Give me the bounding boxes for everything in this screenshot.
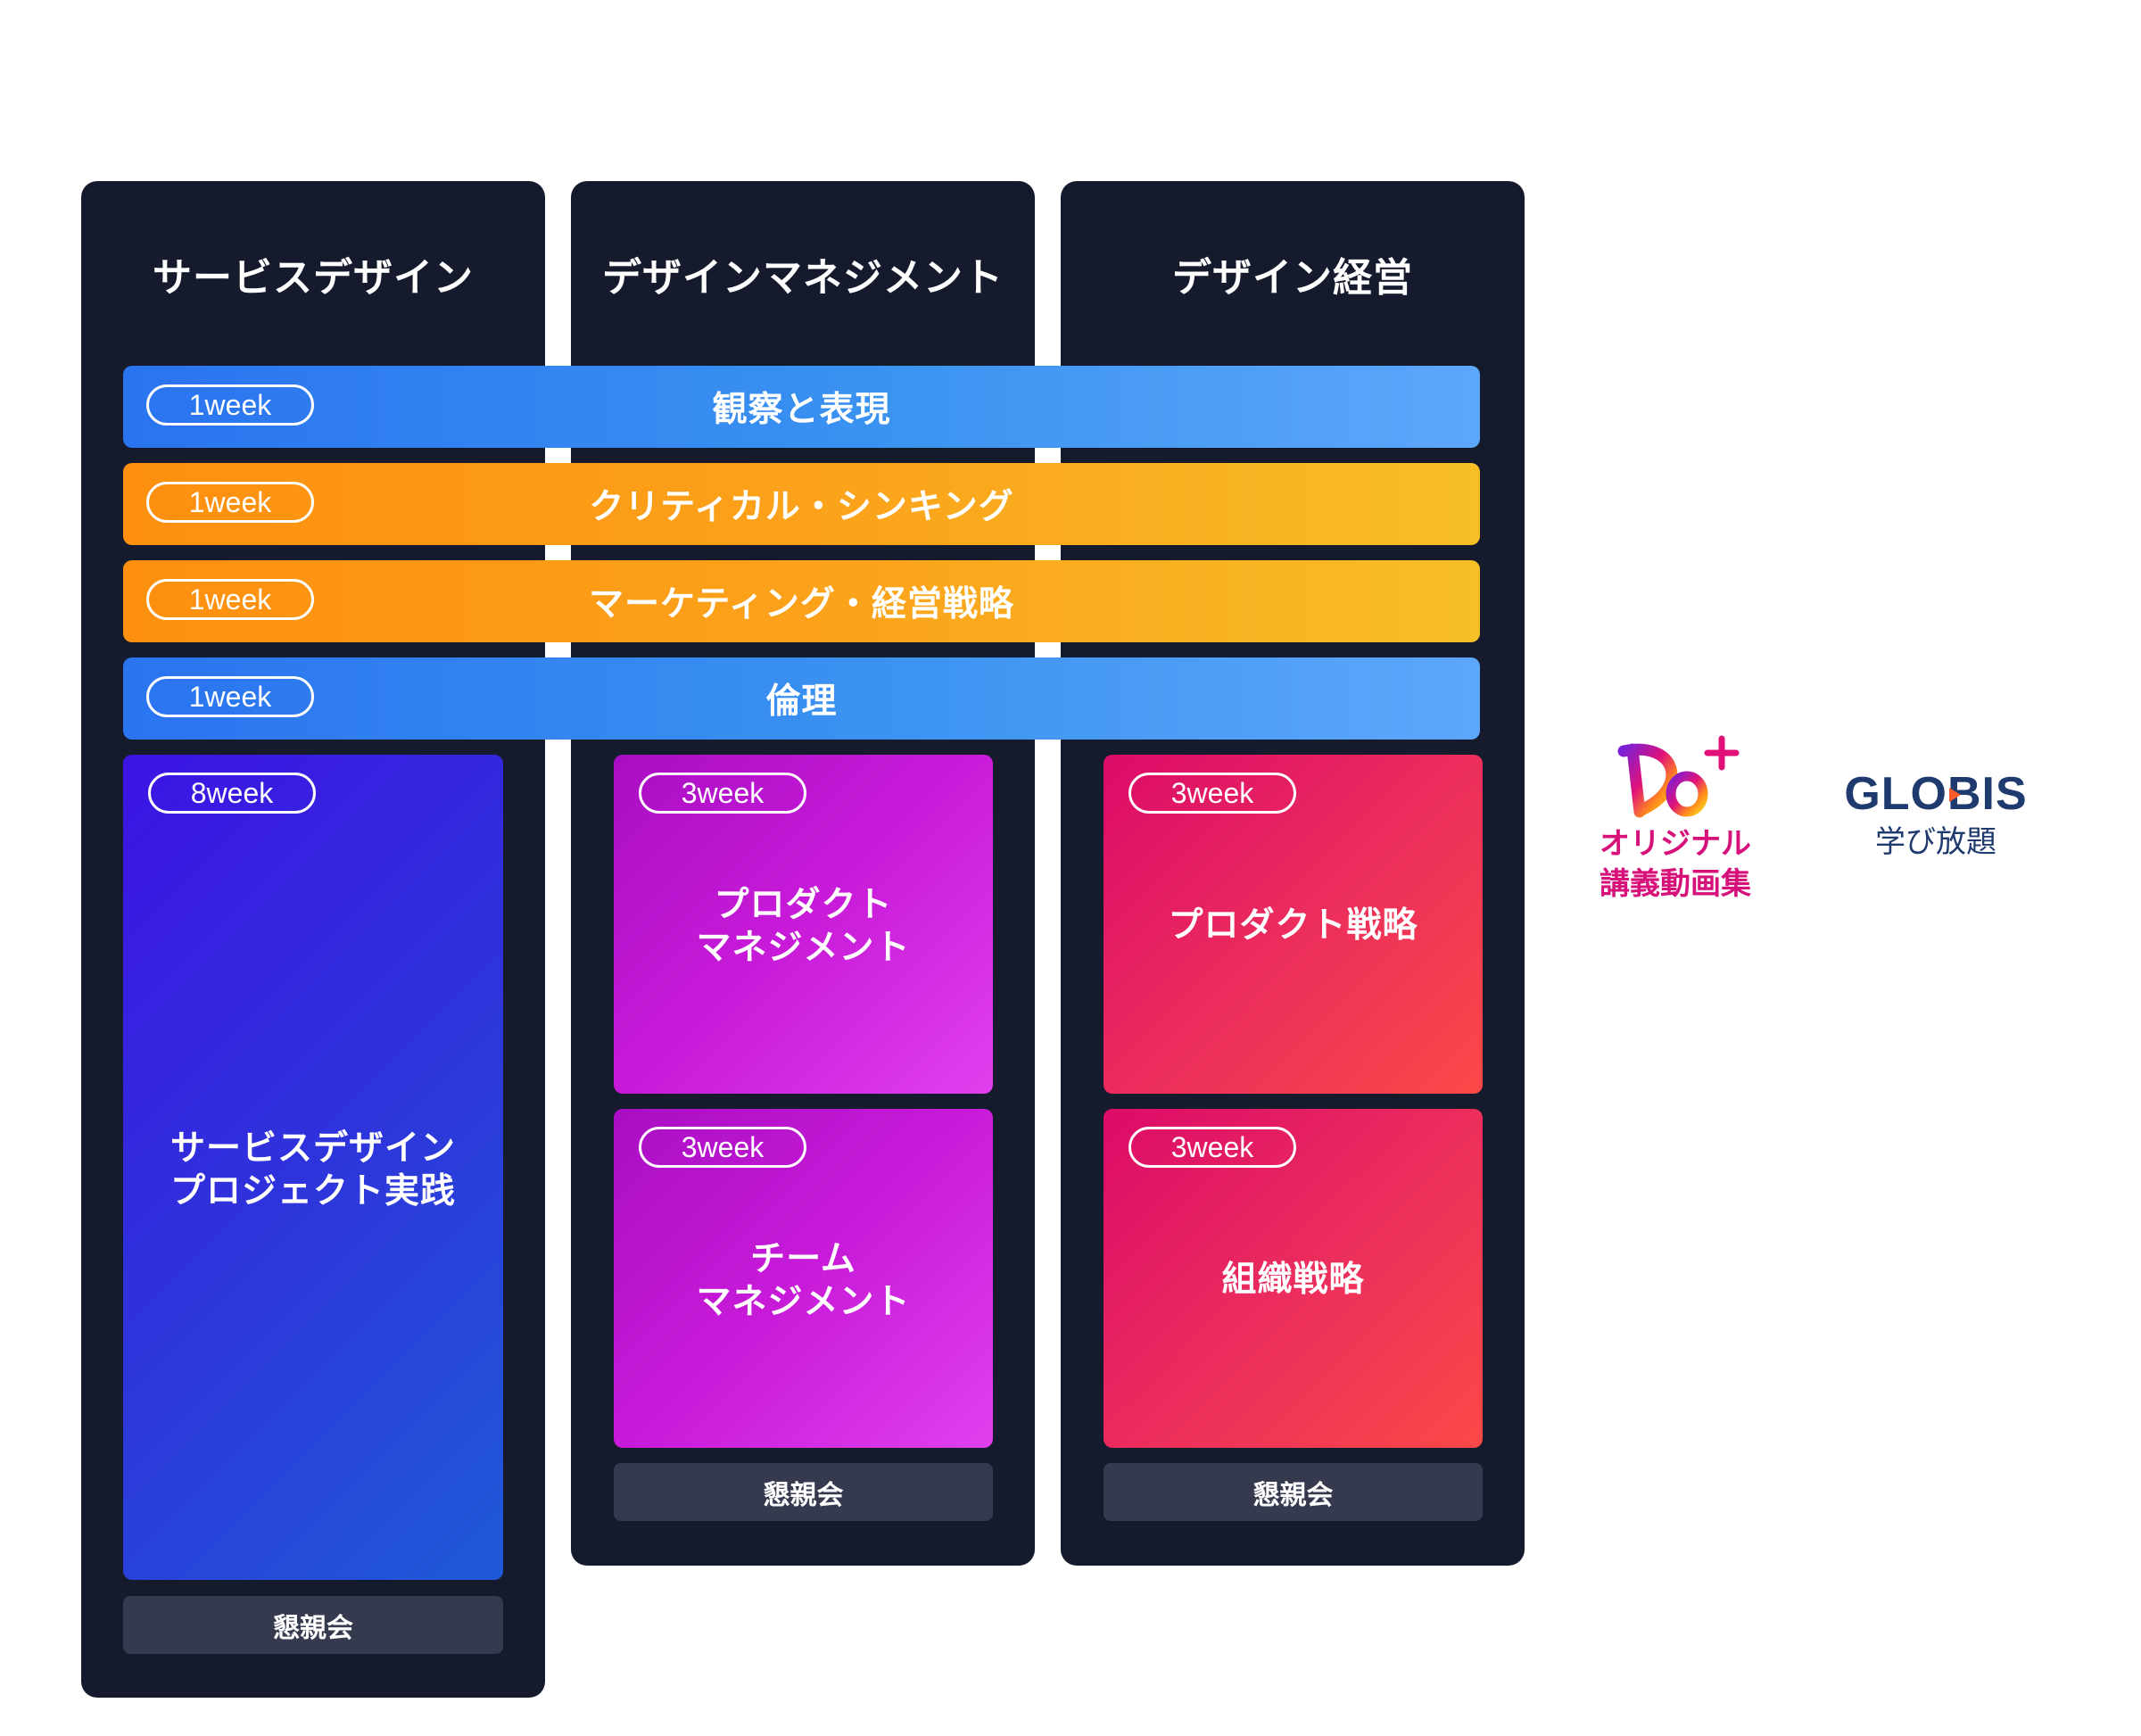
doplus-mark-icon — [1617, 735, 1740, 818]
card-organization-strategy: 3week 組織戦略 — [1104, 1109, 1483, 1448]
social-gathering-block: 懇親会 — [1104, 1463, 1483, 1521]
card-label: プロダクト マネジメント — [614, 884, 993, 970]
card-label-line: チーム — [750, 1239, 856, 1279]
bar-label: クリティカル・シンキング — [589, 487, 1014, 527]
doplus-line: オリジナル — [1600, 826, 1751, 862]
doplus-text: オリジナル 講義動画集 — [1577, 824, 1773, 905]
bar-observation: 1week 観察と表現 — [123, 366, 1480, 448]
play-icon — [1949, 788, 1961, 802]
card-team-management: 3week チーム マネジメント — [614, 1109, 993, 1448]
card-label: 組織戦略 — [1221, 1260, 1365, 1300]
card-label-line: プロダクト — [714, 885, 893, 925]
bar-marketing-strategy: 1week マーケティング・経営戦略 — [123, 560, 1480, 642]
duration-pill: 1week — [146, 579, 314, 620]
card-label-line: サービスデザイン — [169, 1128, 456, 1169]
globis-name: GLOBIS — [1844, 768, 2028, 820]
duration-pill: 3week — [1128, 773, 1296, 814]
card-label: サービスデザイン プロジェクト実践 — [123, 1128, 503, 1213]
duration-pill: 3week — [639, 773, 806, 814]
duration-pill: 8week — [148, 773, 316, 814]
globis-sub: 学び放題 — [1875, 824, 1996, 860]
social-gathering-block: 懇親会 — [123, 1596, 503, 1654]
card-service-design-project: 8week サービスデザイン プロジェクト実践 — [123, 755, 503, 1580]
duration-pill: 1week — [146, 384, 314, 426]
card-product-management: 3week プロダクト マネジメント — [614, 755, 993, 1094]
duration-pill: 1week — [146, 676, 314, 717]
bar-label: 観察と表現 — [712, 390, 891, 430]
globis-wordmark: GLOBIS — [1820, 767, 2052, 821]
bar-ethics: 1week 倫理 — [123, 657, 1480, 740]
column-title: サービスデザイン — [153, 255, 474, 301]
card-label-line: プロジェクト実践 — [169, 1171, 456, 1211]
card-label-line: マネジメント — [696, 1282, 911, 1322]
bar-label: マーケティング・経営戦略 — [589, 584, 1014, 624]
bar-label: 倫理 — [765, 682, 838, 722]
doplus-logo: オリジナル 講義動画集 — [1577, 732, 1773, 910]
duration-pill: 3week — [639, 1127, 806, 1168]
duration-pill: 1week — [146, 482, 314, 523]
card-product-strategy: 3week プロダクト戦略 — [1104, 755, 1483, 1094]
card-label: プロダクト戦略 — [1168, 905, 1418, 946]
card-label: チーム マネジメント — [614, 1238, 993, 1324]
column-title: デザイン経営 — [1172, 255, 1413, 301]
globis-logo: GLOBIS 学び放題 — [1820, 767, 2052, 874]
duration-pill: 3week — [1128, 1127, 1296, 1168]
social-gathering-block: 懇親会 — [614, 1463, 993, 1521]
doplus-line: 講義動画集 — [1600, 866, 1751, 902]
bar-critical-thinking: 1week クリティカル・シンキング — [123, 463, 1480, 545]
card-label-line: マネジメント — [696, 928, 911, 968]
column-title: デザインマネジメント — [602, 255, 1004, 301]
